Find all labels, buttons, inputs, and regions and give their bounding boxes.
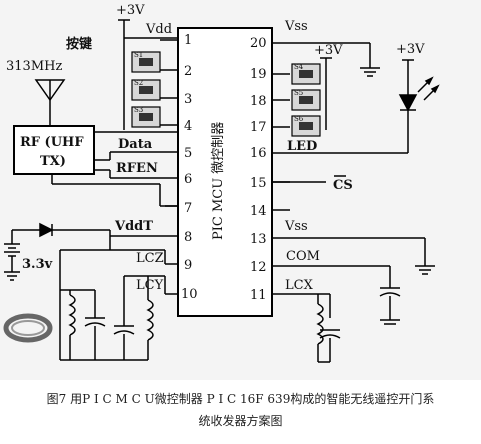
pin-13: 13 [250,232,267,247]
com-label: COM [286,249,320,264]
switch-mark-3: S3 [134,106,143,114]
plus3v-right-label: +3V [314,43,343,58]
lcx-label: LCX [285,278,314,293]
pin-12: 12 [250,260,267,275]
pin-3: 3 [184,92,192,107]
circuit-diagram: PIC MCU 微控制器 1 2 3 4 5 6 7 8 9 10 20 19 … [0,0,481,380]
vdd-label: Vdd [145,22,172,37]
vss-top-label: Vss [284,19,308,34]
caption-line-1: 图7 用P I C M C U微控制器 P I C 16F 639构成的智能无线… [46,392,435,406]
vdd-supply [118,19,178,130]
pin-16: 16 [250,146,267,161]
vddt-label: VddT [114,219,153,234]
lc-networks-left [59,250,166,361]
buttons-label: 按键 [66,36,92,52]
pin-10: 10 [181,287,198,302]
right-button-supply [320,57,332,130]
com-ground [360,237,435,325]
pin-17: 17 [250,120,267,135]
cs-label: CS [333,178,353,193]
vss-ground-top [290,42,380,77]
frequency-label: 313MHz [6,59,62,74]
pin-20: 20 [250,36,267,51]
mcu-chip: PIC MCU 微控制器 [177,27,273,317]
left-pin-numbers: 1 2 3 4 5 6 7 8 9 10 [181,33,198,302]
vss-mid-label: Vss [284,219,308,234]
rf-module [13,125,95,175]
switch-mark-5: S5 [294,89,303,97]
rf-label-line2: TX) [40,154,66,169]
lcy-label: LCY [136,278,164,293]
chip-label: PIC MCU 微控制器 [211,122,226,240]
battery-label: 3.3v [22,257,53,272]
pin-6: 6 [184,172,192,187]
pin-14: 14 [250,204,267,219]
switch-mark-6: S6 [294,115,304,123]
pin-2: 2 [184,64,192,79]
pin-15: 15 [250,176,267,191]
ferrite-coil [3,313,53,343]
pin-4: 4 [184,119,192,134]
caption-line-2: 统收发器方案图 [198,414,283,428]
left-buttons [131,51,161,128]
plus3v-led-label: +3V [396,42,425,57]
pin-9: 9 [184,258,192,273]
figure-caption: 图7 用P I C M C U微控制器 P I C 16F 639构成的智能无线… [0,388,481,432]
pin-11: 11 [250,288,267,303]
battery-circuit [4,222,166,281]
pin-19: 19 [250,67,267,82]
right-pin-numbers: 20 19 18 17 16 15 14 13 12 11 [250,36,267,303]
right-buttons [291,63,321,137]
antenna-icon [34,79,66,126]
lcz-label: LCZ [136,251,164,266]
pin-8: 8 [184,230,192,245]
switch-mark-4: S4 [294,63,304,71]
data-label: Data [118,137,153,152]
pin-7: 7 [184,201,192,216]
switch-mark-1: S1 [134,51,143,59]
pin-1: 1 [184,33,192,48]
rfen-label: RFEN [116,161,158,176]
rf-label-line1: RF (UHF [20,135,84,150]
plus3v-top-label: +3V [116,3,145,18]
pin-18: 18 [250,94,267,109]
pin-stubs [110,39,360,295]
led-icon [300,59,440,154]
lc-network-right [290,293,341,363]
cs-wire [272,175,346,183]
switch-mark-2: S2 [134,79,143,87]
rf-wires [51,131,178,207]
led-label: LED [287,139,317,154]
pin-5: 5 [184,146,192,161]
